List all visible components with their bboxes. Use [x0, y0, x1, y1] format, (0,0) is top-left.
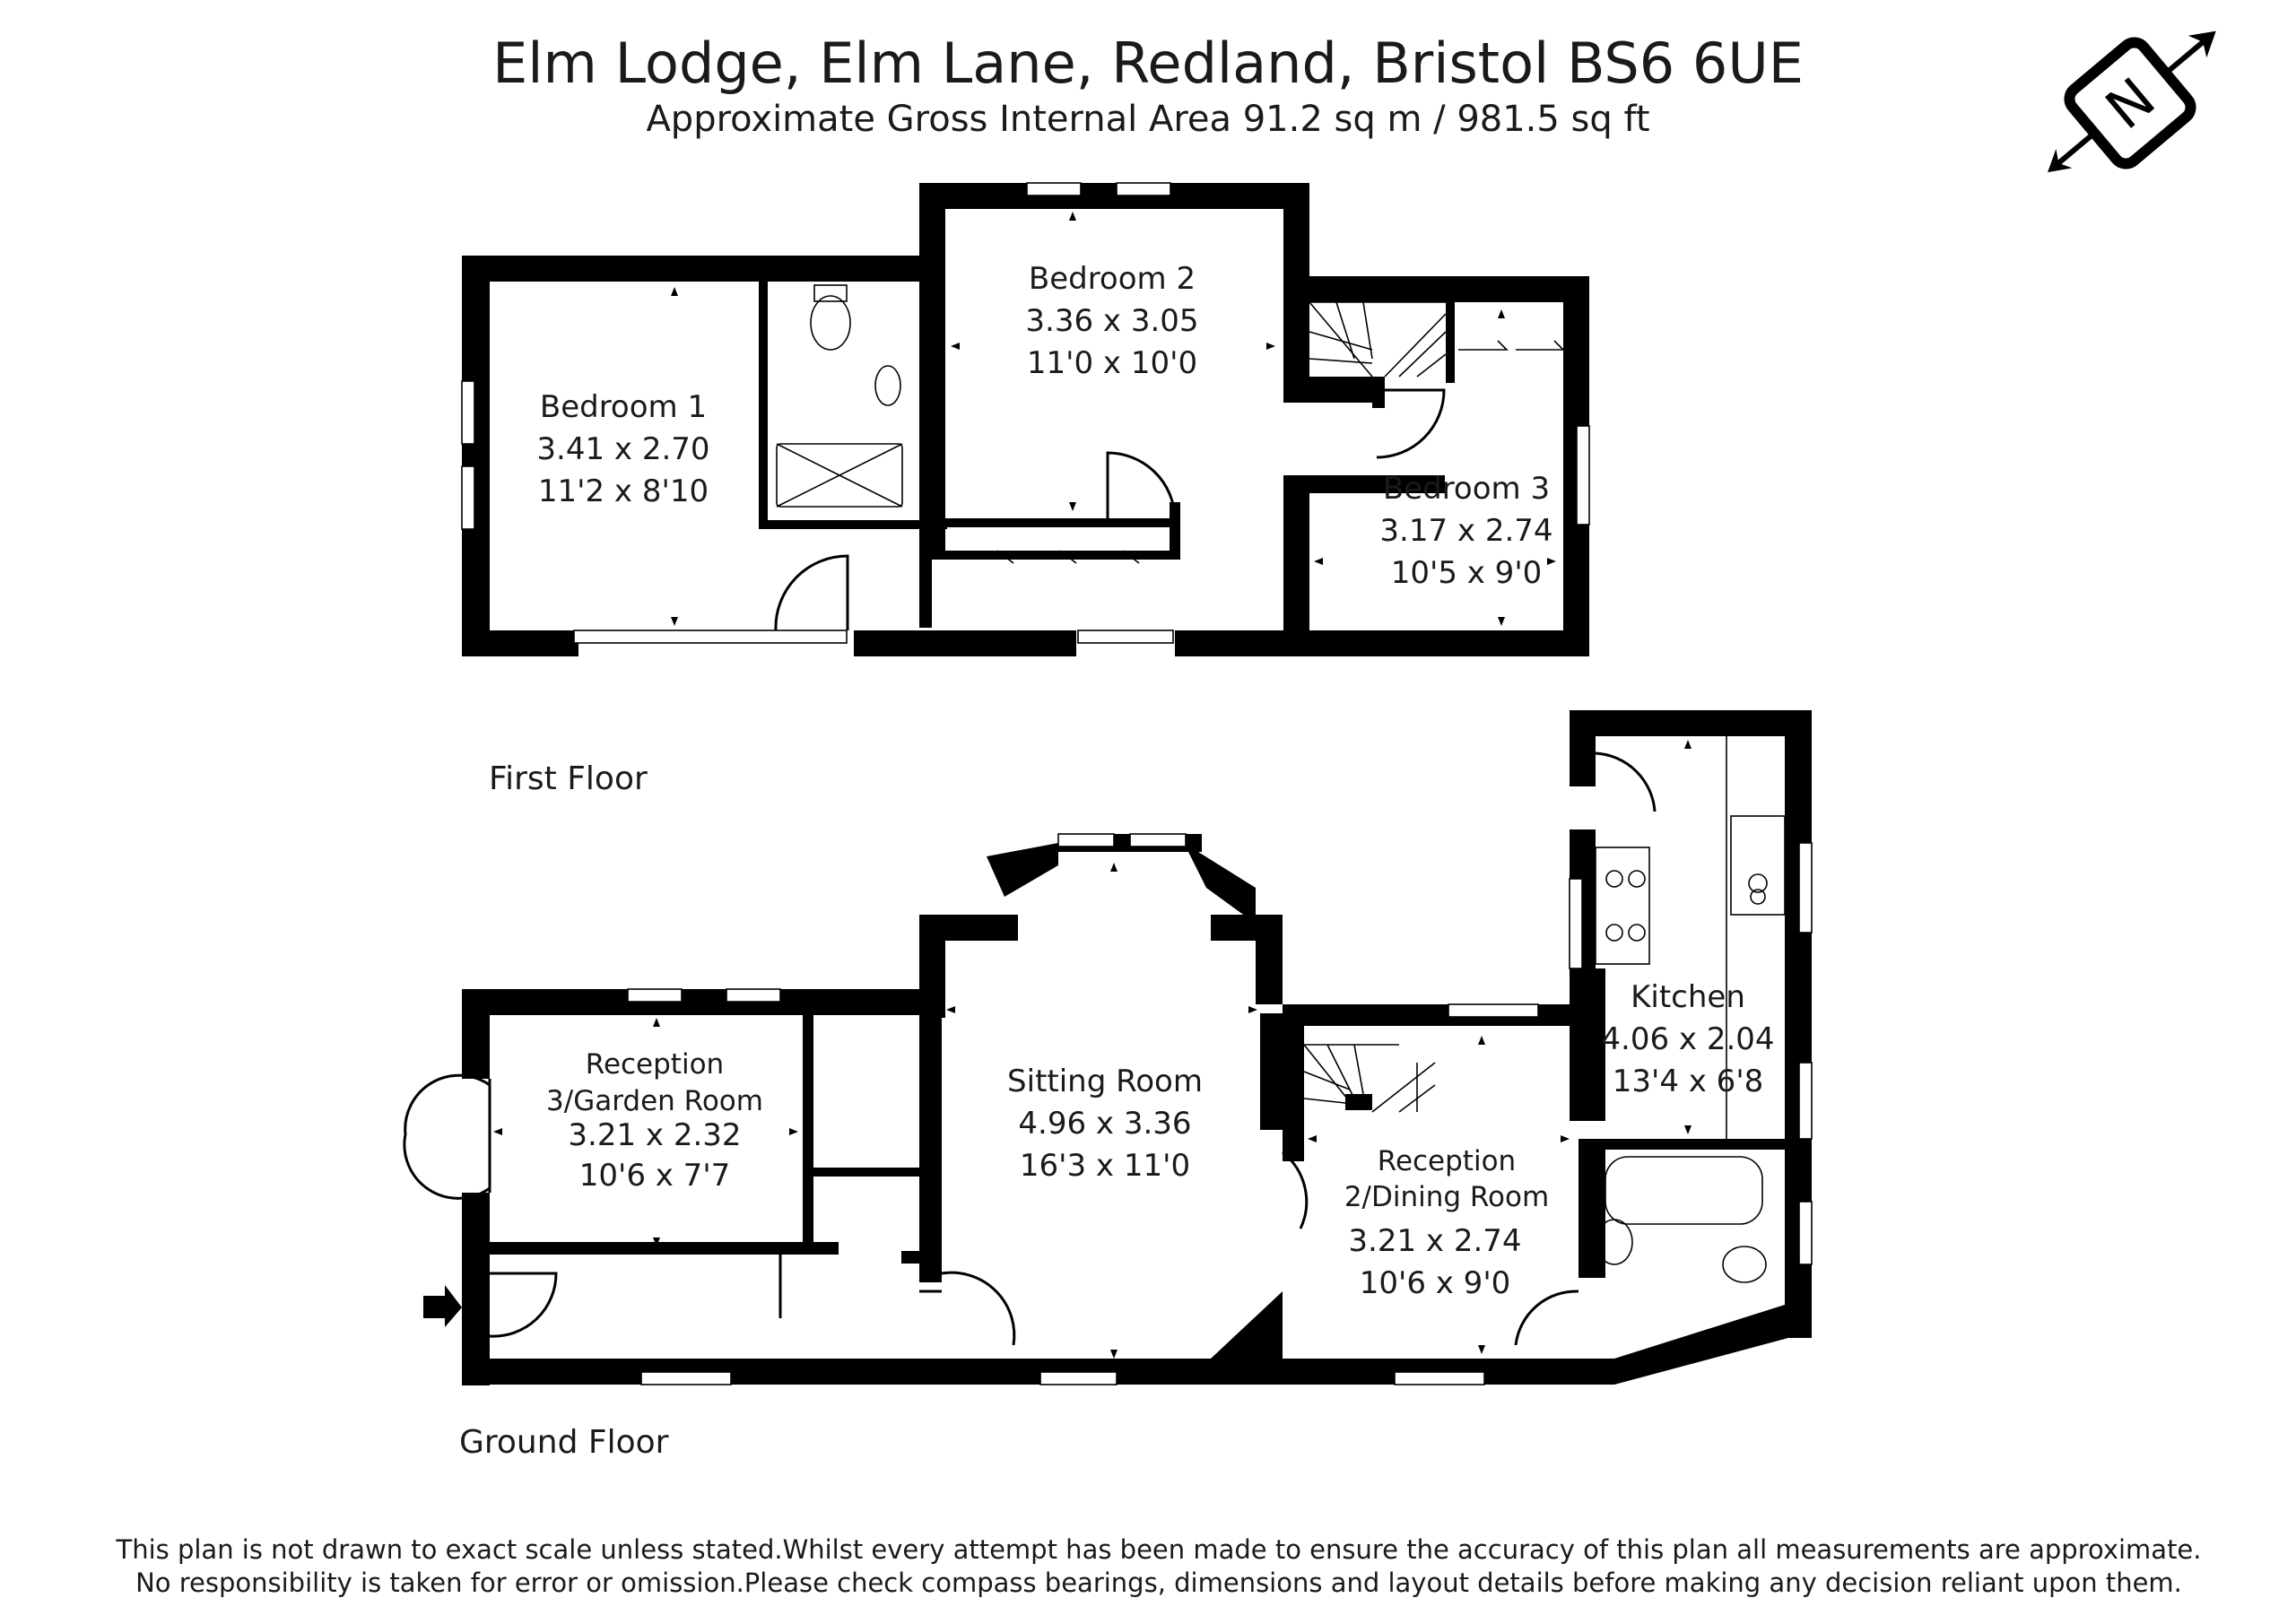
- north-compass-icon: N: [2048, 30, 2216, 173]
- bedroom-2-imperial: 11'0 x 10'0: [1027, 345, 1197, 381]
- bedroom-3-imperial: 10'5 x 9'0: [1391, 555, 1543, 591]
- first-floor-label: First Floor: [489, 760, 648, 797]
- reception-3-metric: 3.21 x 2.32: [568, 1117, 741, 1153]
- reception-3-name-line2: 3/Garden Room: [546, 1085, 763, 1117]
- bedroom-1-name: Bedroom 1: [540, 389, 707, 425]
- kitchen-imperial: 13'4 x 6'8: [1613, 1064, 1764, 1099]
- ground-floor-label: Ground Floor: [459, 1424, 669, 1461]
- disclaimer-line-2: No responsibility is taken for error or …: [135, 1568, 2182, 1598]
- bedroom-2-metric: 3.36 x 3.05: [1025, 303, 1198, 339]
- plan-subtitle: Approximate Gross Internal Area 91.2 sq …: [646, 99, 1649, 140]
- sitting-room-metric: 4.96 x 3.36: [1018, 1106, 1191, 1142]
- plan-title: Elm Lodge, Elm Lane, Redland, Bristol BS…: [492, 30, 1804, 96]
- bedroom-1-metric: 3.41 x 2.70: [536, 431, 709, 467]
- bedroom-2-name: Bedroom 2: [1029, 261, 1196, 297]
- reception-3-imperial: 10'6 x 7'7: [579, 1158, 731, 1194]
- bedroom-1-imperial: 11'2 x 8'10: [538, 473, 709, 509]
- reception-2-imperial: 10'6 x 9'0: [1360, 1265, 1511, 1301]
- bedroom-3-metric: 3.17 x 2.74: [1379, 513, 1552, 549]
- sitting-room-imperial: 16'3 x 11'0: [1020, 1148, 1190, 1184]
- reception-3-name-line1: Reception: [586, 1048, 724, 1081]
- kitchen-name: Kitchen: [1631, 979, 1745, 1015]
- kitchen-metric: 4.06 x 2.04: [1601, 1021, 1774, 1057]
- reception-2-name-line1: Reception: [1378, 1145, 1516, 1177]
- reception-2-name-line2: 2/Dining Room: [1344, 1181, 1549, 1213]
- first-floor-plan: Bedroom 1 3.41 x 2.70 11'2 x 8'10 Bedroo…: [461, 182, 1590, 656]
- bedroom-3-name: Bedroom 3: [1383, 471, 1550, 507]
- reception-2-metric: 3.21 x 2.74: [1348, 1223, 1521, 1259]
- disclaimer-line-1: This plan is not drawn to exact scale un…: [115, 1534, 2201, 1565]
- ground-floor-plan: Reception 3/Garden Room 3.21 x 2.32 10'6…: [403, 710, 1813, 1385]
- sitting-room-name: Sitting Room: [1007, 1064, 1203, 1099]
